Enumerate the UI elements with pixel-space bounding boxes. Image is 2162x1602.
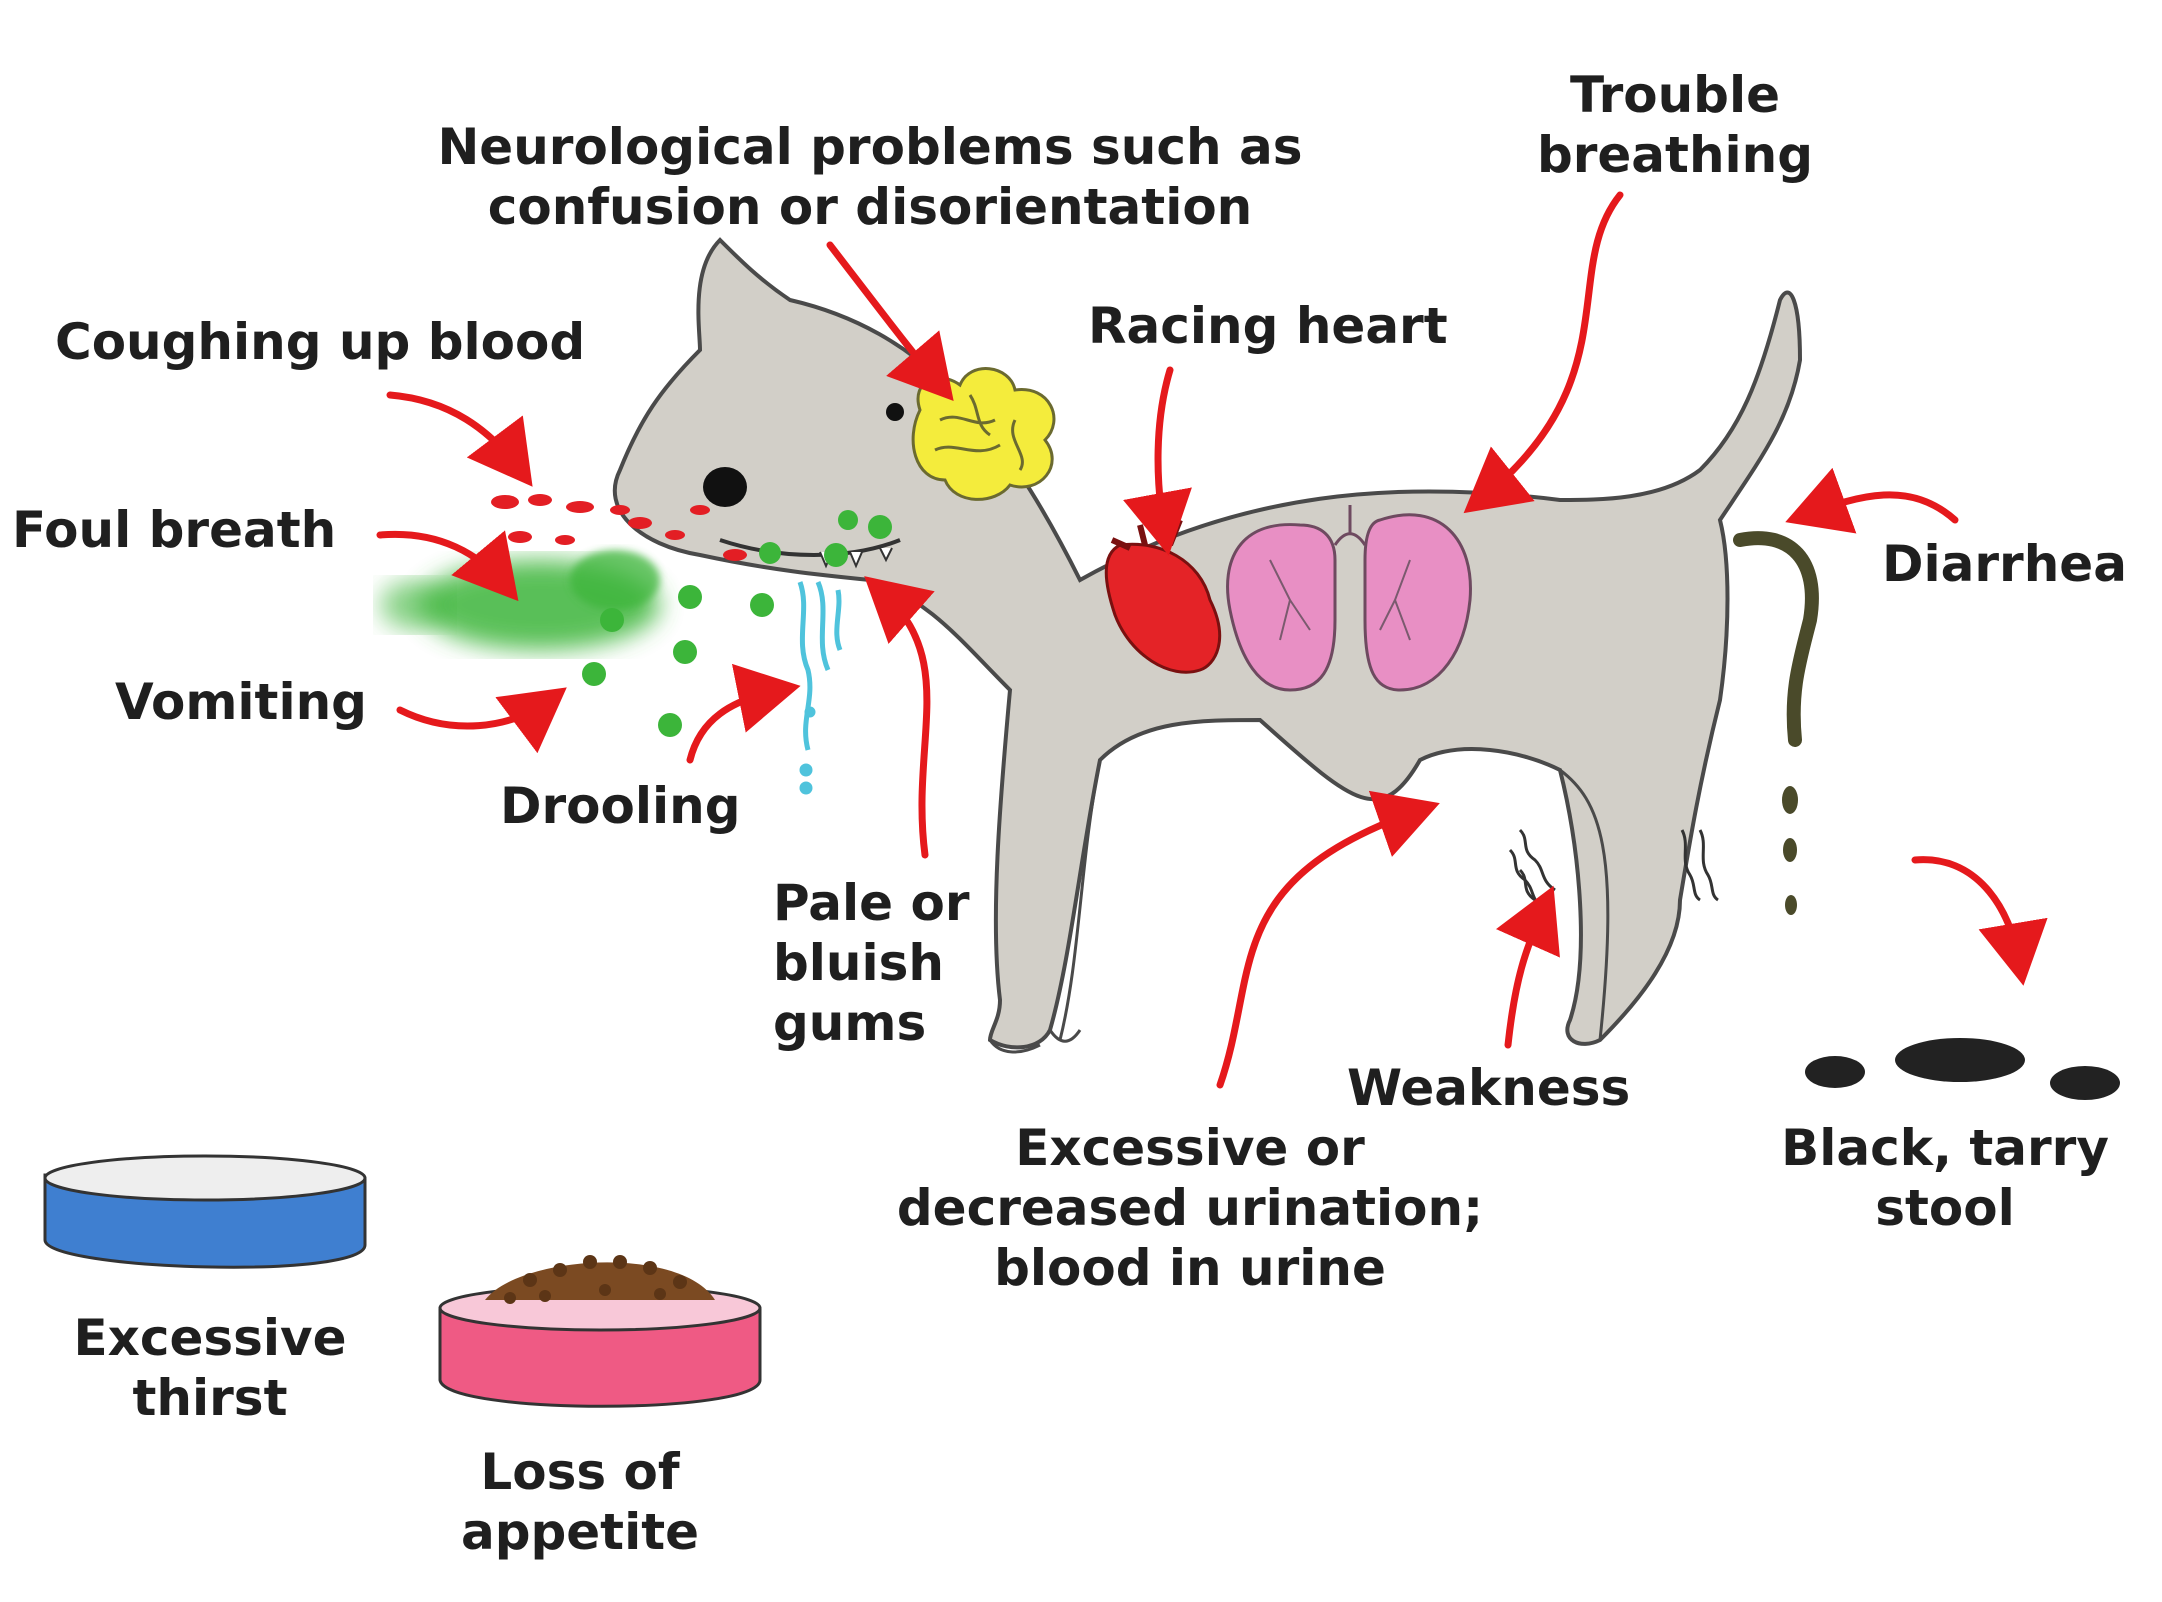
- arrow-coughing-blood: [386, 391, 533, 487]
- urination-line-2: decreased urination;: [896, 1179, 1484, 1237]
- arrow-vomiting: [396, 687, 567, 754]
- appetite-line-1: Loss of: [480, 1443, 680, 1501]
- thirst-line-2: thirst: [132, 1369, 288, 1427]
- label-vomiting: Vomiting: [115, 673, 367, 731]
- arrow-neuro: [826, 241, 954, 401]
- appetite-line-2: appetite: [460, 1503, 700, 1561]
- pale-gums-line-1: Pale or: [773, 874, 970, 932]
- arrow-weakness: [1495, 885, 1560, 1049]
- label-excessive-thirst: Excessive thirst: [55, 1308, 365, 1428]
- label-drooling: Drooling: [500, 777, 741, 835]
- diarrhea-stream: [1733, 531, 1819, 915]
- trouble-breathing-line-2: breathing: [1536, 126, 1814, 184]
- pale-gums-line-2: bluish: [773, 934, 945, 992]
- food-bowl-icon: [438, 1255, 762, 1408]
- label-neurological-problems: Neurological problems such as confusion …: [420, 117, 1320, 237]
- arrow-pale-gums: [864, 576, 935, 859]
- arrow-drooling: [686, 663, 801, 764]
- pale-gums-line-3: gums: [773, 994, 927, 1052]
- label-pale-gums: Pale or bluish gums: [773, 873, 970, 1053]
- label-racing-heart: Racing heart: [1088, 297, 1448, 355]
- foul-breath-cloud: [380, 550, 660, 650]
- water-bowl-icon: [43, 1154, 367, 1269]
- label-foul-breath: Foul breath: [12, 501, 337, 559]
- arrow-racing-heart: [1123, 366, 1192, 556]
- label-black-stool: Black, tarry stool: [1760, 1118, 2130, 1238]
- label-weakness: Weakness: [1347, 1059, 1631, 1117]
- vomit-dots: [582, 510, 892, 737]
- black-stool-line-2: stool: [1875, 1179, 2015, 1237]
- label-coughing-blood: Coughing up blood: [55, 313, 586, 371]
- label-trouble-breathing: Trouble breathing: [1500, 65, 1850, 185]
- label-diarrhea: Diarrhea: [1882, 535, 2127, 593]
- neuro-line-2: confusion or disorientation: [487, 178, 1253, 236]
- arrow-diarrhea: [1785, 467, 1959, 534]
- black-stool-icon: [1805, 1038, 2120, 1100]
- dog-nose: [703, 467, 747, 507]
- dog-eye: [886, 403, 904, 421]
- urination-line-3: blood in urine: [994, 1239, 1386, 1297]
- trouble-breathing-line-1: Trouble: [1569, 66, 1781, 124]
- arrow-foul-breath: [376, 530, 519, 602]
- label-loss-of-appetite: Loss of appetite: [430, 1442, 730, 1562]
- thirst-line-1: Excessive: [73, 1309, 347, 1367]
- urination-line-1: Excessive or: [1015, 1119, 1365, 1177]
- neuro-line-1: Neurological problems such as: [437, 118, 1303, 176]
- lungs-icon: [1226, 505, 1472, 692]
- arrow-black-stool: [1911, 856, 2048, 986]
- arrow-urination: [1216, 790, 1440, 1089]
- label-urination: Excessive or decreased urination; blood …: [870, 1118, 1510, 1298]
- drool: [797, 581, 843, 795]
- blood-droplets: [491, 494, 747, 561]
- black-stool-line-1: Black, tarry: [1781, 1119, 2109, 1177]
- arrow-trouble-breathing: [1463, 191, 1624, 514]
- brain-icon: [911, 367, 1056, 501]
